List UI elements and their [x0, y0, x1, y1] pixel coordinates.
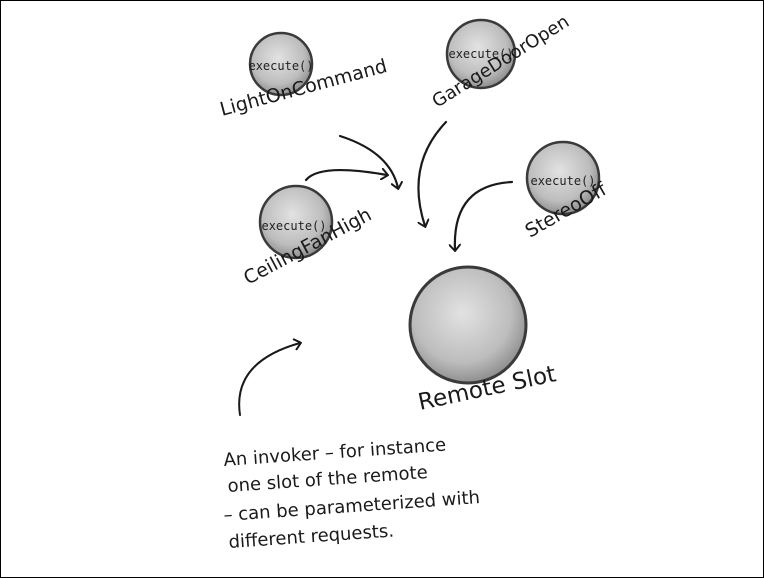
- note-line: different requests.: [228, 520, 395, 553]
- command-orb: [445, 18, 517, 90]
- annotation-arrow: [238, 343, 300, 416]
- command-ceiling-fan-high: execute() CeilingFanHigh: [240, 184, 375, 289]
- command-light-on: execute() LightOnCommand: [218, 31, 390, 121]
- invoker-note: An invoker – for instance one slot of th…: [223, 434, 481, 553]
- command-method-label: execute(): [261, 219, 326, 233]
- arrow-stereo-to-slot: [455, 180, 514, 250]
- arrow-garage-to-slot: [417, 120, 448, 226]
- command-method-label: execute(): [448, 47, 513, 61]
- command-orb: [248, 31, 314, 97]
- arrow-light-on-to-slot: [338, 134, 398, 188]
- command-method-label: execute(): [530, 174, 595, 188]
- command-orb: [258, 184, 334, 260]
- command-stereo-off: execute() StereoOff: [522, 140, 611, 242]
- invoker-remote-slot: Remote Slot: [408, 265, 558, 416]
- arrow-ceiling-fan-to-slot: [304, 170, 387, 182]
- command-orb: [525, 140, 601, 216]
- command-method-label: execute(): [248, 59, 313, 73]
- command-garage-door-open: execute() GarageDoorOpen: [429, 11, 574, 112]
- invoker-orb: [408, 265, 528, 385]
